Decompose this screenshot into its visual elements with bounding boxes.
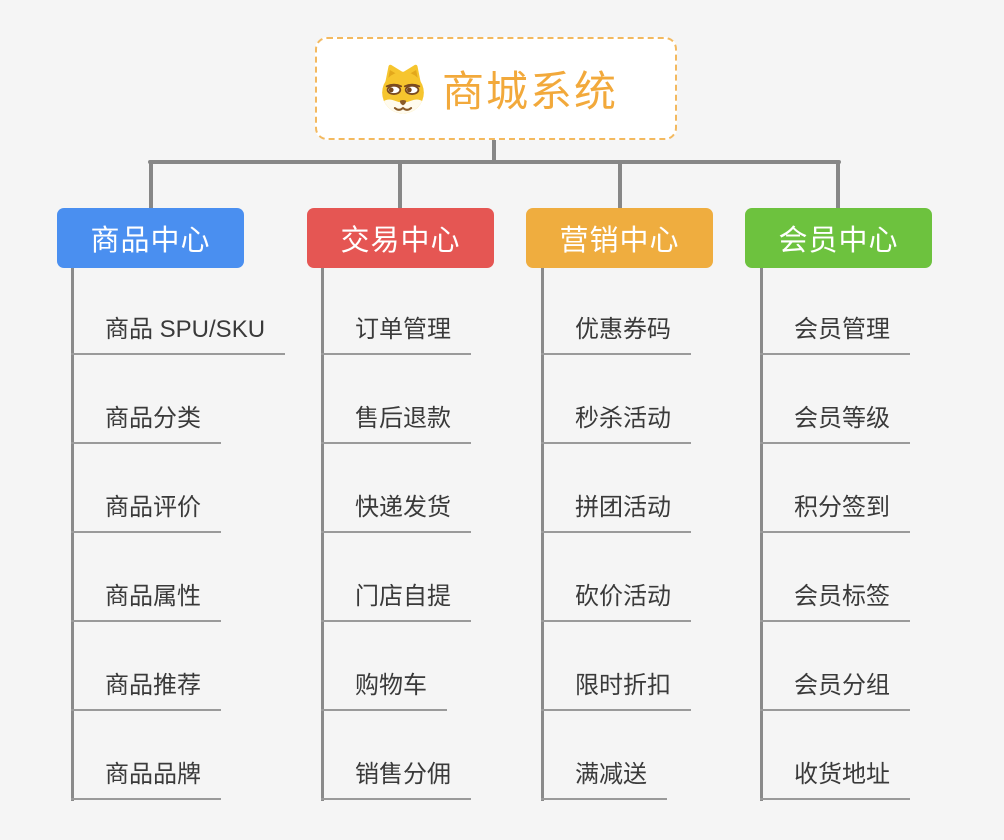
connector-drop [836, 162, 840, 209]
leaf-node-3-2[interactable]: 积分签到 [760, 491, 910, 533]
branch-node-3[interactable]: 会员中心 [745, 208, 932, 268]
leaf-node-3-4[interactable]: 会员分组 [760, 669, 910, 711]
connector-branch-spine [541, 268, 544, 801]
leaf-node-2-1[interactable]: 秒杀活动 [541, 402, 691, 444]
branch-node-1[interactable]: 交易中心 [307, 208, 494, 268]
leaf-node-0-0[interactable]: 商品 SPU/SKU [71, 313, 286, 355]
leaf-node-2-2[interactable]: 拼团活动 [541, 491, 691, 533]
leaf-node-2-5[interactable]: 满减送 [541, 758, 667, 800]
leaf-node-0-5[interactable]: 商品品牌 [71, 758, 221, 800]
root-title: 商城系统 [441, 68, 618, 115]
leaf-node-1-4[interactable]: 购物车 [321, 669, 447, 711]
leaf-node-1-5[interactable]: 销售分佣 [321, 758, 471, 800]
leaf-node-0-4[interactable]: 商品推荐 [71, 669, 221, 711]
connector-drop [398, 162, 402, 209]
root-node[interactable]: 商城系统 [315, 37, 677, 140]
branch-node-2[interactable]: 营销中心 [526, 208, 713, 268]
connector-drop [149, 162, 153, 209]
branch-label: 交易中心 [340, 225, 461, 257]
leaf-node-3-5[interactable]: 收货地址 [760, 758, 910, 800]
leaf-node-2-0[interactable]: 优惠券码 [541, 313, 691, 355]
connector-root-stub [492, 139, 496, 162]
branch-node-0[interactable]: 商品中心 [57, 208, 244, 268]
leaf-node-2-3[interactable]: 砍价活动 [541, 580, 691, 622]
leaf-node-1-1[interactable]: 售后退款 [321, 402, 471, 444]
leaf-node-0-2[interactable]: 商品评价 [71, 491, 221, 533]
leaf-node-0-1[interactable]: 商品分类 [71, 402, 221, 444]
branch-label: 营销中心 [559, 225, 680, 257]
connector-branch-spine [760, 268, 763, 801]
branch-label: 商品中心 [90, 225, 211, 257]
connector-horizontal [148, 160, 841, 164]
leaf-node-2-4[interactable]: 限时折扣 [541, 669, 691, 711]
leaf-node-1-0[interactable]: 订单管理 [321, 313, 471, 355]
connector-drop [618, 162, 622, 209]
leaf-node-3-0[interactable]: 会员管理 [760, 313, 910, 355]
leaf-node-3-1[interactable]: 会员等级 [760, 402, 910, 444]
leaf-node-1-3[interactable]: 门店自提 [321, 580, 471, 622]
dog-icon [382, 64, 424, 113]
leaf-node-1-2[interactable]: 快递发货 [321, 491, 471, 533]
branch-label: 会员中心 [778, 225, 899, 257]
leaf-node-0-3[interactable]: 商品属性 [71, 580, 221, 622]
leaf-node-3-3[interactable]: 会员标签 [760, 580, 910, 622]
connector-branch-spine [321, 268, 324, 801]
connector-branch-spine [71, 268, 74, 801]
